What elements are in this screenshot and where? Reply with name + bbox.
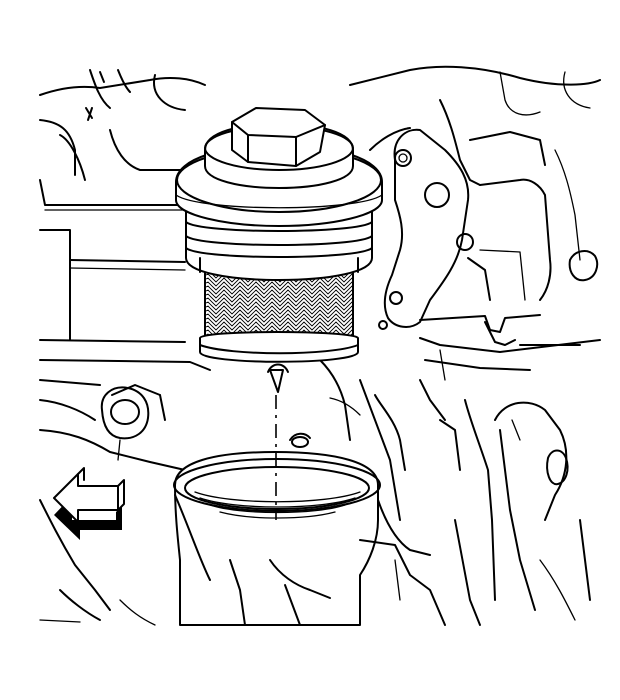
filter-pleat-line: [205, 305, 353, 315]
filter-pleat-line: [205, 285, 353, 295]
filter-pleat-line: [205, 309, 353, 319]
filter-pleat-line: [205, 321, 353, 331]
front-arrow-icon: [53, 467, 125, 540]
filter-pleat-line: [205, 313, 353, 323]
filter-pleat-line: [205, 293, 353, 303]
filter-pleat-line: [205, 281, 353, 291]
filter-pleat-line: [205, 301, 353, 311]
oil-filter-cap: [175, 107, 383, 281]
filter-pleat-line: [205, 317, 353, 327]
filter-pleat-line: [205, 277, 353, 287]
filter-pleat-line: [205, 289, 353, 299]
filter-pleat-line: [205, 325, 353, 335]
filter-housing: [173, 451, 446, 626]
filter-pleat-line: [205, 297, 353, 307]
